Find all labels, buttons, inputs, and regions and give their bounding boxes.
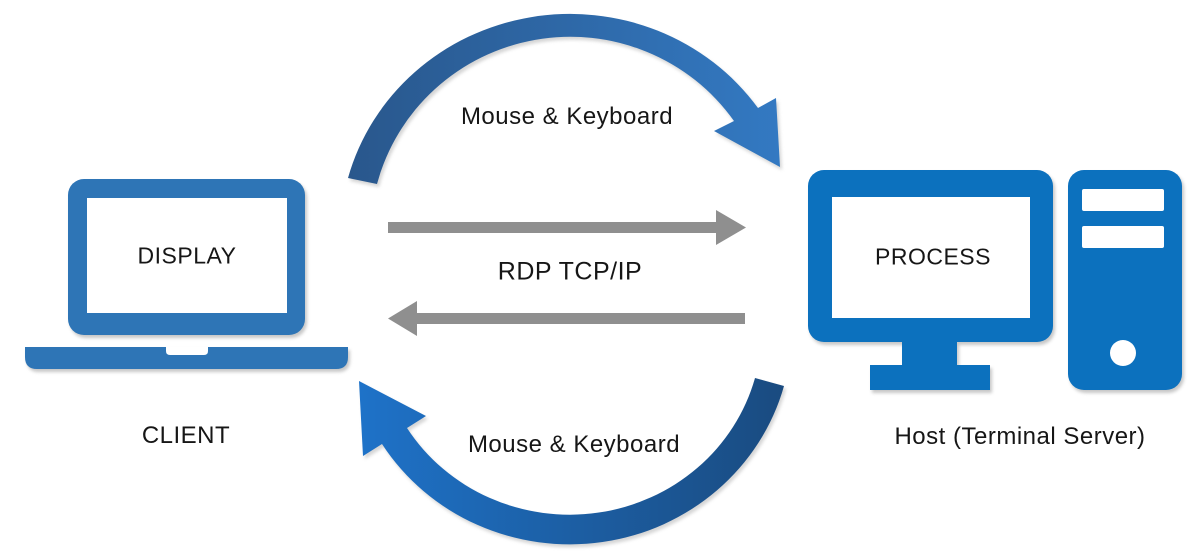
mouse-keyboard-arrow-bottom bbox=[359, 378, 784, 545]
mouse-keyboard-bottom-label: Mouse & Keyboard bbox=[467, 431, 681, 458]
desktop-computer-icon bbox=[808, 170, 1182, 390]
host-device-label: PROCESS bbox=[875, 243, 991, 270]
mouse-keyboard-arrow-top bbox=[348, 13, 780, 184]
laptop-icon bbox=[25, 179, 348, 369]
mouse-keyboard-top-label: Mouse & Keyboard bbox=[460, 103, 674, 130]
client-caption: CLIENT bbox=[141, 422, 231, 449]
rdp-tcpip-label: RDP TCP/IP bbox=[497, 257, 643, 286]
client-device-label: DISPLAY bbox=[137, 242, 237, 269]
host-caption: Host (Terminal Server) bbox=[894, 423, 1146, 450]
client-to-host-arrow bbox=[388, 210, 746, 245]
host-to-client-arrow bbox=[388, 301, 745, 336]
